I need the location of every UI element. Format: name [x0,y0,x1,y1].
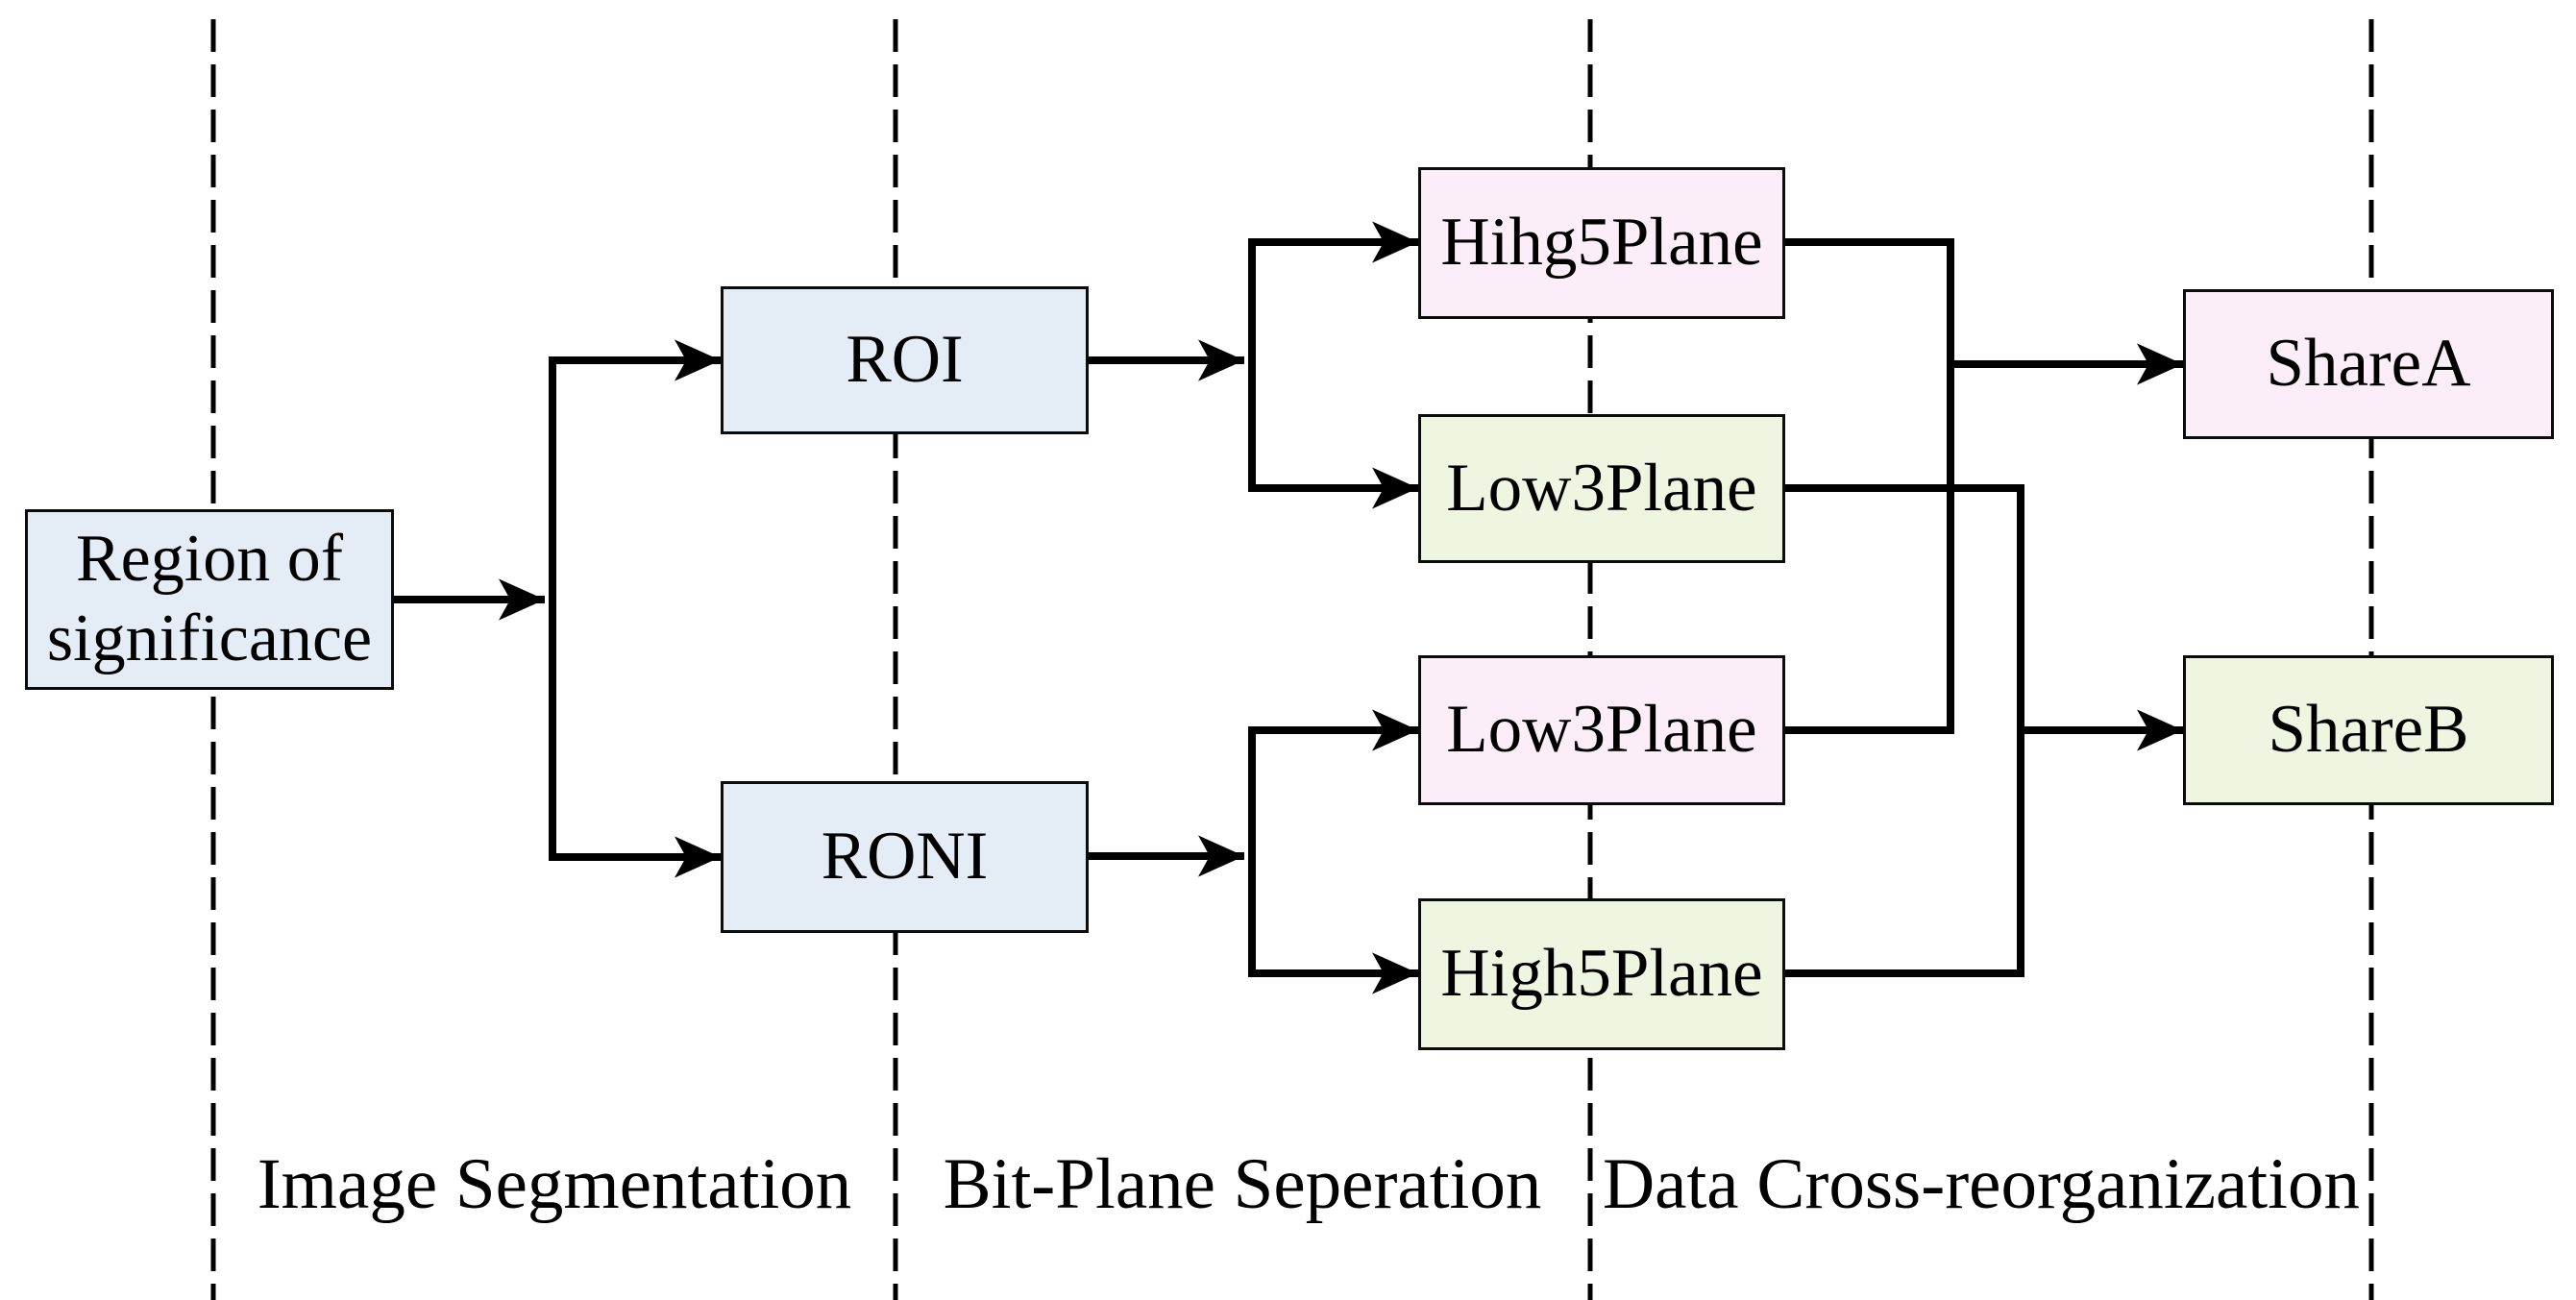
node-region-of-significance: Region of significance [25,509,394,690]
node-roni-low3plane: Low3Plane [1418,655,1785,805]
phase-divider-dashed-lines [210,19,2374,1300]
node-roni-high5plane: High5Plane [1418,898,1785,1050]
stage-label-bitplane-seperation: Bit-Plane Seperation [943,1144,1542,1224]
node-roi-low3plane: Low3Plane [1418,414,1785,563]
node-share-a: ShareA [2183,289,2554,439]
node-roni: RONI [721,781,1089,933]
stage-label-image-segmentation: Image Segmentation [257,1144,852,1224]
node-share-b: ShareB [2183,655,2554,805]
node-roi-high5plane: Hihg5Plane [1418,167,1785,319]
node-roi: ROI [721,286,1089,434]
stage-label-data-cross-reorganization: Data Cross-reorganization [1603,1144,2360,1224]
